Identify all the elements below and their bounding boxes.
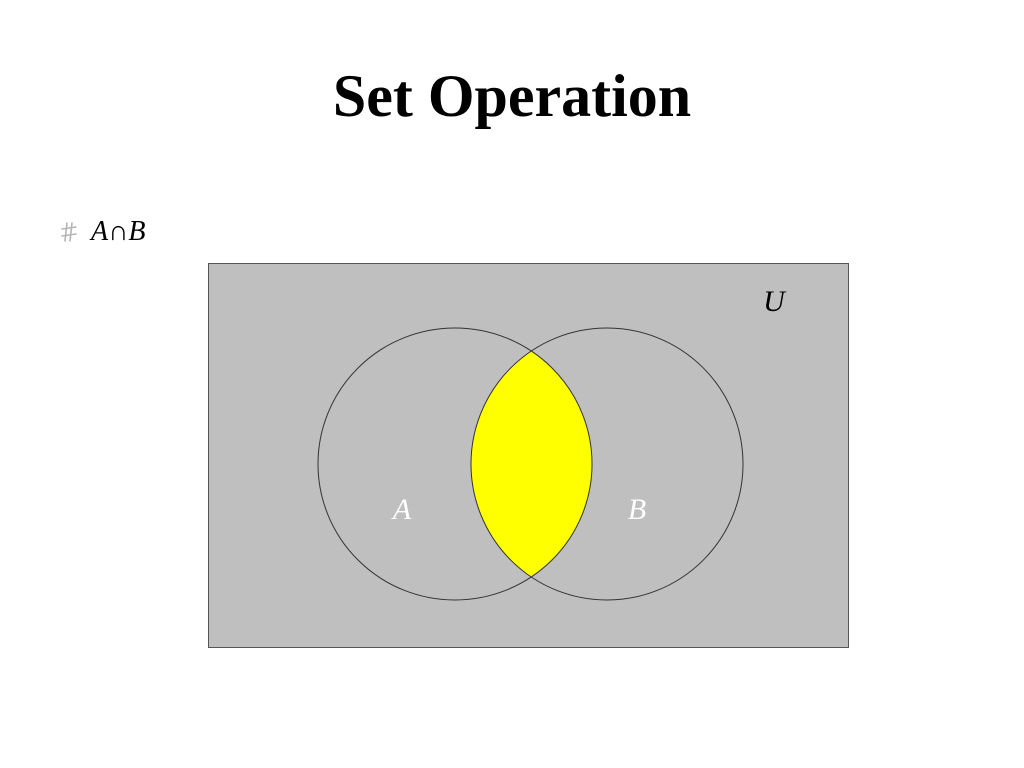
bullet-text: A∩B bbox=[91, 216, 146, 247]
set-a-label: A bbox=[391, 493, 412, 526]
slide-title: Set Operation bbox=[332, 63, 692, 129]
set-b-circle bbox=[470, 327, 744, 601]
set-a-circle bbox=[317, 327, 593, 601]
hash-bullet-icon bbox=[61, 222, 77, 242]
intersection-region bbox=[471, 328, 592, 600]
bullet-item: A∩B bbox=[60, 212, 145, 252]
universe-label: U bbox=[763, 285, 787, 318]
set-b-label: B bbox=[628, 493, 646, 526]
